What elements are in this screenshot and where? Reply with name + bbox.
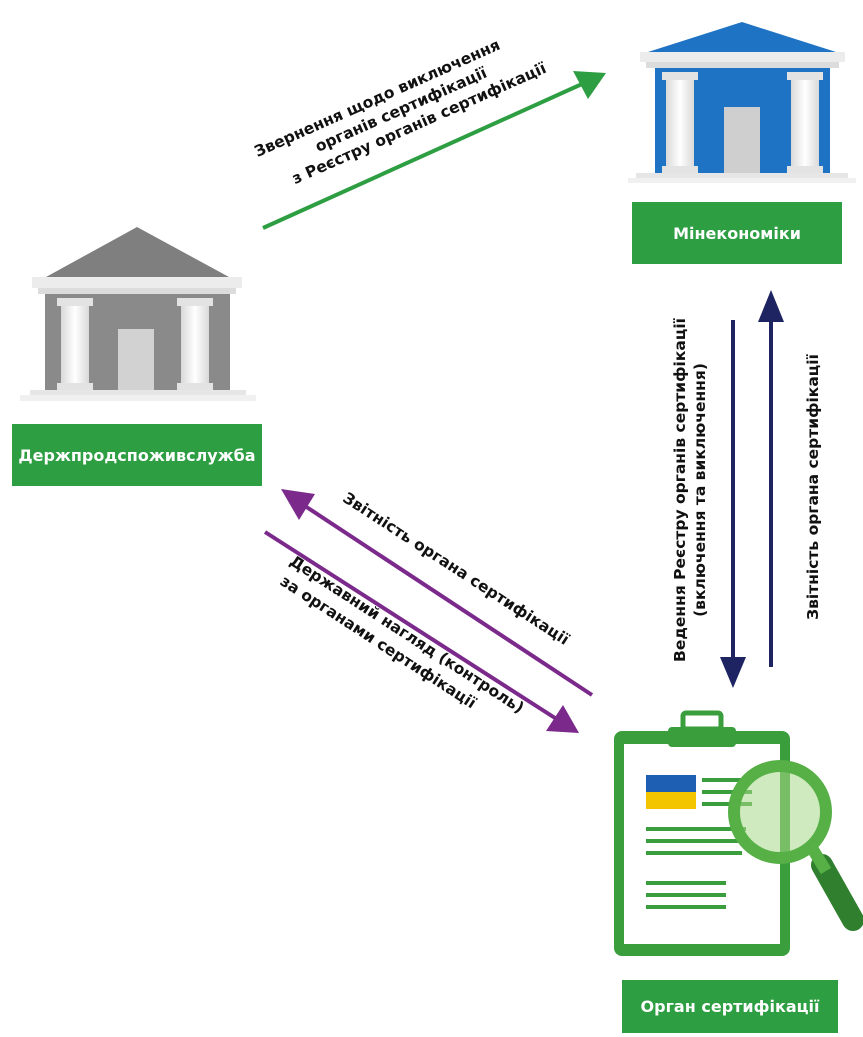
arrow-body-to-ministry [758,290,784,667]
edge-label-line: (включення та виключення) [691,363,709,617]
service-building-icon [20,227,256,401]
edge-label-line: Звітність органа сертифікації [340,489,573,649]
edge-label-body-to-ministry: Звітність органа сертифікації [804,353,822,619]
edge-label-line: Державний нагляд (контроль) [286,552,527,717]
edge-label-line: за органами сертифікації [277,572,480,713]
edge-label-line: Ведення Реєстру органів сертифікації [671,317,689,662]
arrow-ministry-to-body [720,320,746,688]
edge-label-line: Звітність органа сертифікації [804,353,822,619]
edge-label-body-to-service: Звітність органа сертифікації [340,489,573,649]
edge-label-ministry-to-body: Ведення Реєстру органів сертифікації (вк… [671,317,709,662]
arrow-service-to-ministry [262,71,606,230]
ministry-building-icon [628,22,856,183]
edge-label-service-to-ministry: Звернення щодо виключення органів сертиф… [252,36,550,188]
arrow-service-to-body [263,530,579,733]
ministry-label: Мінекономіки [632,202,842,264]
service-label: Держпродспоживслужба [12,424,262,486]
certification-body-label: Орган сертифікації [622,980,838,1033]
arrow-body-to-service [281,489,594,697]
clipboard-magnifier-icon [614,710,863,956]
